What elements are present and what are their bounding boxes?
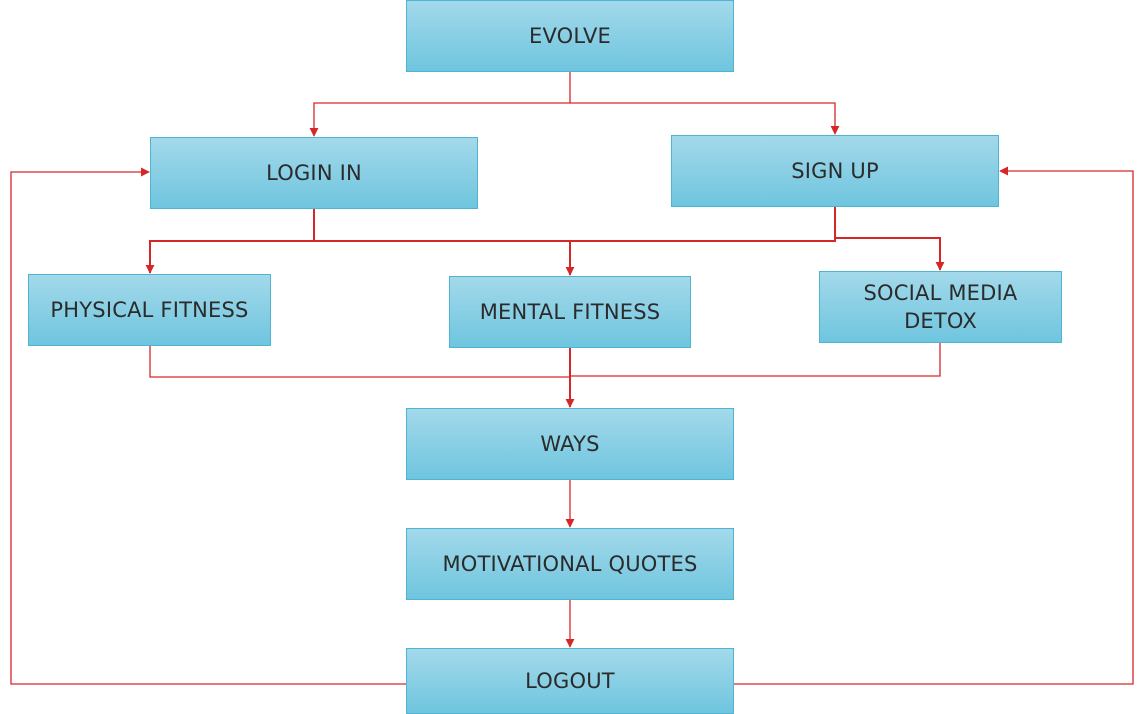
node-sign-up: SIGN UP (671, 135, 999, 207)
node-physical-fitness: PHYSICAL FITNESS (28, 274, 271, 346)
edge-logout-login (10, 167, 406, 685)
edge-bus-social (835, 237, 945, 271)
edge-login-bus (313, 207, 836, 242)
edge-bus-physical (145, 240, 570, 274)
node-ways: WAYS (406, 408, 734, 480)
node-motivational-quotes: MOTIVATIONAL QUOTES (406, 528, 734, 600)
edge-social-ways (570, 343, 941, 377)
edge-physical-ways (149, 346, 570, 378)
edge-evolve-login (309, 72, 571, 137)
node-login-in: LOGIN IN (150, 137, 478, 209)
node-logout: LOGOUT (406, 648, 734, 714)
edge-logout-signup (734, 166, 1134, 685)
node-evolve: EVOLVE (406, 0, 734, 72)
edge-evolve-signup (570, 102, 840, 135)
node-social-media-detox: SOCIAL MEDIA DETOX (819, 271, 1062, 343)
node-mental-fitness: MENTAL FITNESS (449, 276, 691, 348)
